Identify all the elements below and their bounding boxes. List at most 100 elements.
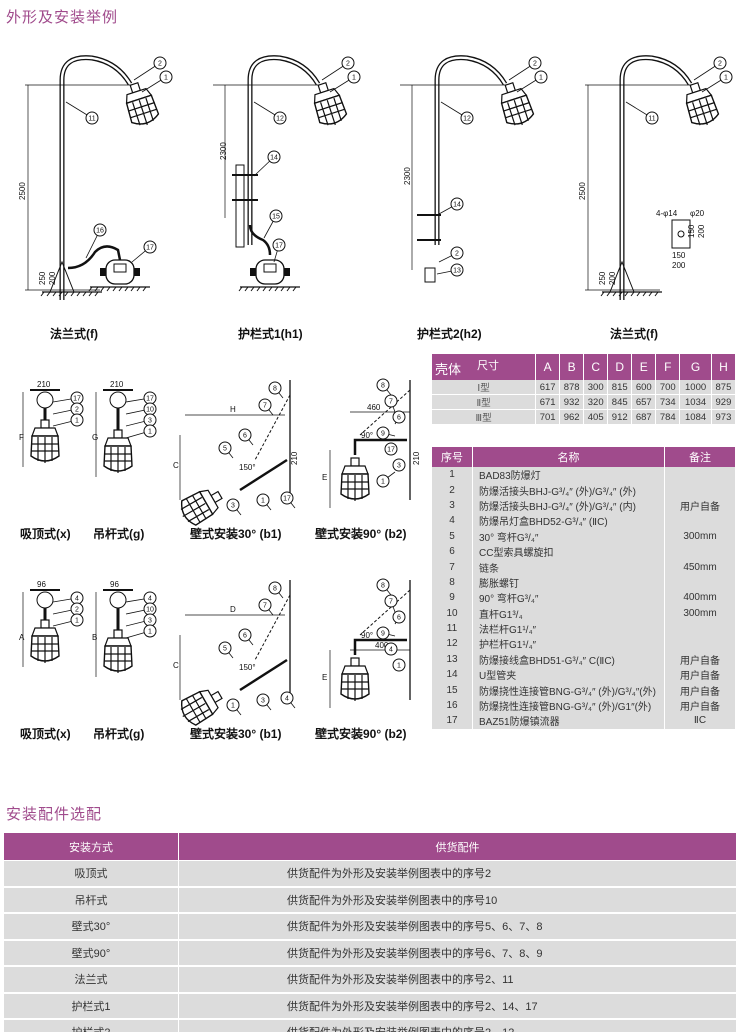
- header-method: 安装方式: [4, 833, 179, 861]
- ground-shape: [40, 291, 103, 297]
- callout-number: 1: [75, 418, 79, 425]
- diagram-caption: 吸顶式(x): [20, 726, 71, 741]
- dimension-label: 210: [37, 380, 51, 389]
- callout-balloon: [269, 209, 283, 223]
- callout-number: 4: [75, 596, 79, 603]
- callout-number: 1: [352, 75, 356, 82]
- callout-number: 17: [283, 496, 291, 503]
- fitting-row: 壁式30°供货配件为外形及安装举例图表中的序号5、6、7、8: [4, 914, 737, 941]
- callout-number: 6: [243, 633, 247, 640]
- part-no: 6: [432, 543, 473, 560]
- dimension-label: 96: [110, 580, 119, 589]
- callout-balloon: [93, 223, 107, 237]
- dim-value: 878: [560, 380, 585, 395]
- callout-balloon: [376, 578, 390, 592]
- dimension-label: 4-φ14: [656, 209, 678, 218]
- callout-balloon: [376, 626, 390, 640]
- dim-value: 1034: [680, 395, 712, 410]
- callout-number: 3: [397, 463, 401, 470]
- part-name: 防爆吊灯盒BHD52-G³/₄″ (ⅡC): [473, 513, 665, 529]
- callout-number: 6: [397, 615, 401, 622]
- install-method: 吸顶式: [4, 861, 179, 888]
- callout-number: 2: [718, 61, 722, 68]
- supplied-parts: 供货配件为外形及安装举例图表中的序号10: [179, 887, 737, 914]
- callout-balloon: [376, 378, 390, 392]
- dimension-label: 90°: [361, 631, 373, 640]
- corner-header: 尺寸壳体: [432, 354, 537, 380]
- callout-number: 1: [261, 498, 265, 505]
- dim-value: 962: [560, 410, 585, 425]
- callout-number: 13: [453, 268, 461, 275]
- dimension-label: 400: [375, 641, 389, 650]
- callout-number: 1: [539, 75, 543, 82]
- callout-balloon: [143, 424, 157, 438]
- part-no: 1: [432, 467, 473, 483]
- lamp-shape: [175, 682, 228, 730]
- part-no: 4: [432, 513, 473, 529]
- callout-number: 1: [164, 75, 168, 82]
- supplied-parts: 供货配件为外形及安装举例图表中的序号6、7、8、9: [179, 940, 737, 967]
- part-note: 用户自备: [665, 497, 736, 514]
- part-note: [665, 482, 736, 498]
- part-note: [665, 574, 736, 591]
- callout-balloon: [273, 111, 287, 125]
- supplied-parts: 供货配件为外形及安装举例图表中的序号2、11: [179, 967, 737, 994]
- dim-value: 932: [560, 395, 585, 410]
- install-method: 壁式90°: [4, 940, 179, 967]
- header-no: 序号: [432, 447, 473, 467]
- fitting-row: 吸顶式供货配件为外形及安装举例图表中的序号2: [4, 861, 737, 888]
- dimension-label: 2500: [578, 182, 587, 200]
- dimension-label: B: [92, 633, 97, 642]
- callout-number: 1: [75, 618, 79, 625]
- dimension-label: 200: [672, 261, 686, 270]
- callout-number: 7: [389, 599, 393, 606]
- callout-number: 8: [381, 583, 385, 590]
- dimension-label: 210: [110, 380, 124, 389]
- dimension-label: G: [92, 433, 98, 442]
- callout-balloon: [258, 598, 272, 612]
- callout-balloon: [280, 691, 294, 705]
- callout-number: 4: [285, 696, 289, 703]
- callout-number: 2: [455, 251, 459, 258]
- callout-number: 1: [381, 479, 385, 486]
- dim-column-D: D: [608, 354, 633, 380]
- lamp-shape: [175, 482, 228, 530]
- dim-value: 687: [632, 410, 657, 425]
- part-note: [665, 513, 736, 529]
- section-title-fittings: 安装配件选配: [6, 805, 103, 823]
- lamp-shape: [340, 457, 370, 502]
- part-no: 17: [432, 713, 473, 729]
- part-no: 9: [432, 590, 473, 606]
- dim-value: 617: [536, 380, 561, 395]
- callout-balloon: [376, 474, 390, 488]
- callout-number: 14: [453, 202, 461, 209]
- part-note: ⅡC: [665, 713, 736, 729]
- callout-balloon: [256, 493, 270, 507]
- dimension-label: 150: [687, 224, 696, 238]
- diagram-caption: 壁式安装30° (b1): [190, 526, 281, 541]
- dim-value: 657: [632, 395, 657, 410]
- dimension-label: 150: [672, 251, 686, 260]
- ground-shape: [238, 286, 301, 292]
- dimension-label: 210: [412, 451, 421, 465]
- callout-number: 15: [272, 214, 280, 221]
- diagram-caption: 法兰式(f): [50, 326, 98, 341]
- callout-number: 11: [648, 116, 655, 123]
- callout-balloon: [392, 610, 406, 624]
- callout-balloon: [384, 594, 398, 608]
- callout-balloon: [450, 197, 464, 211]
